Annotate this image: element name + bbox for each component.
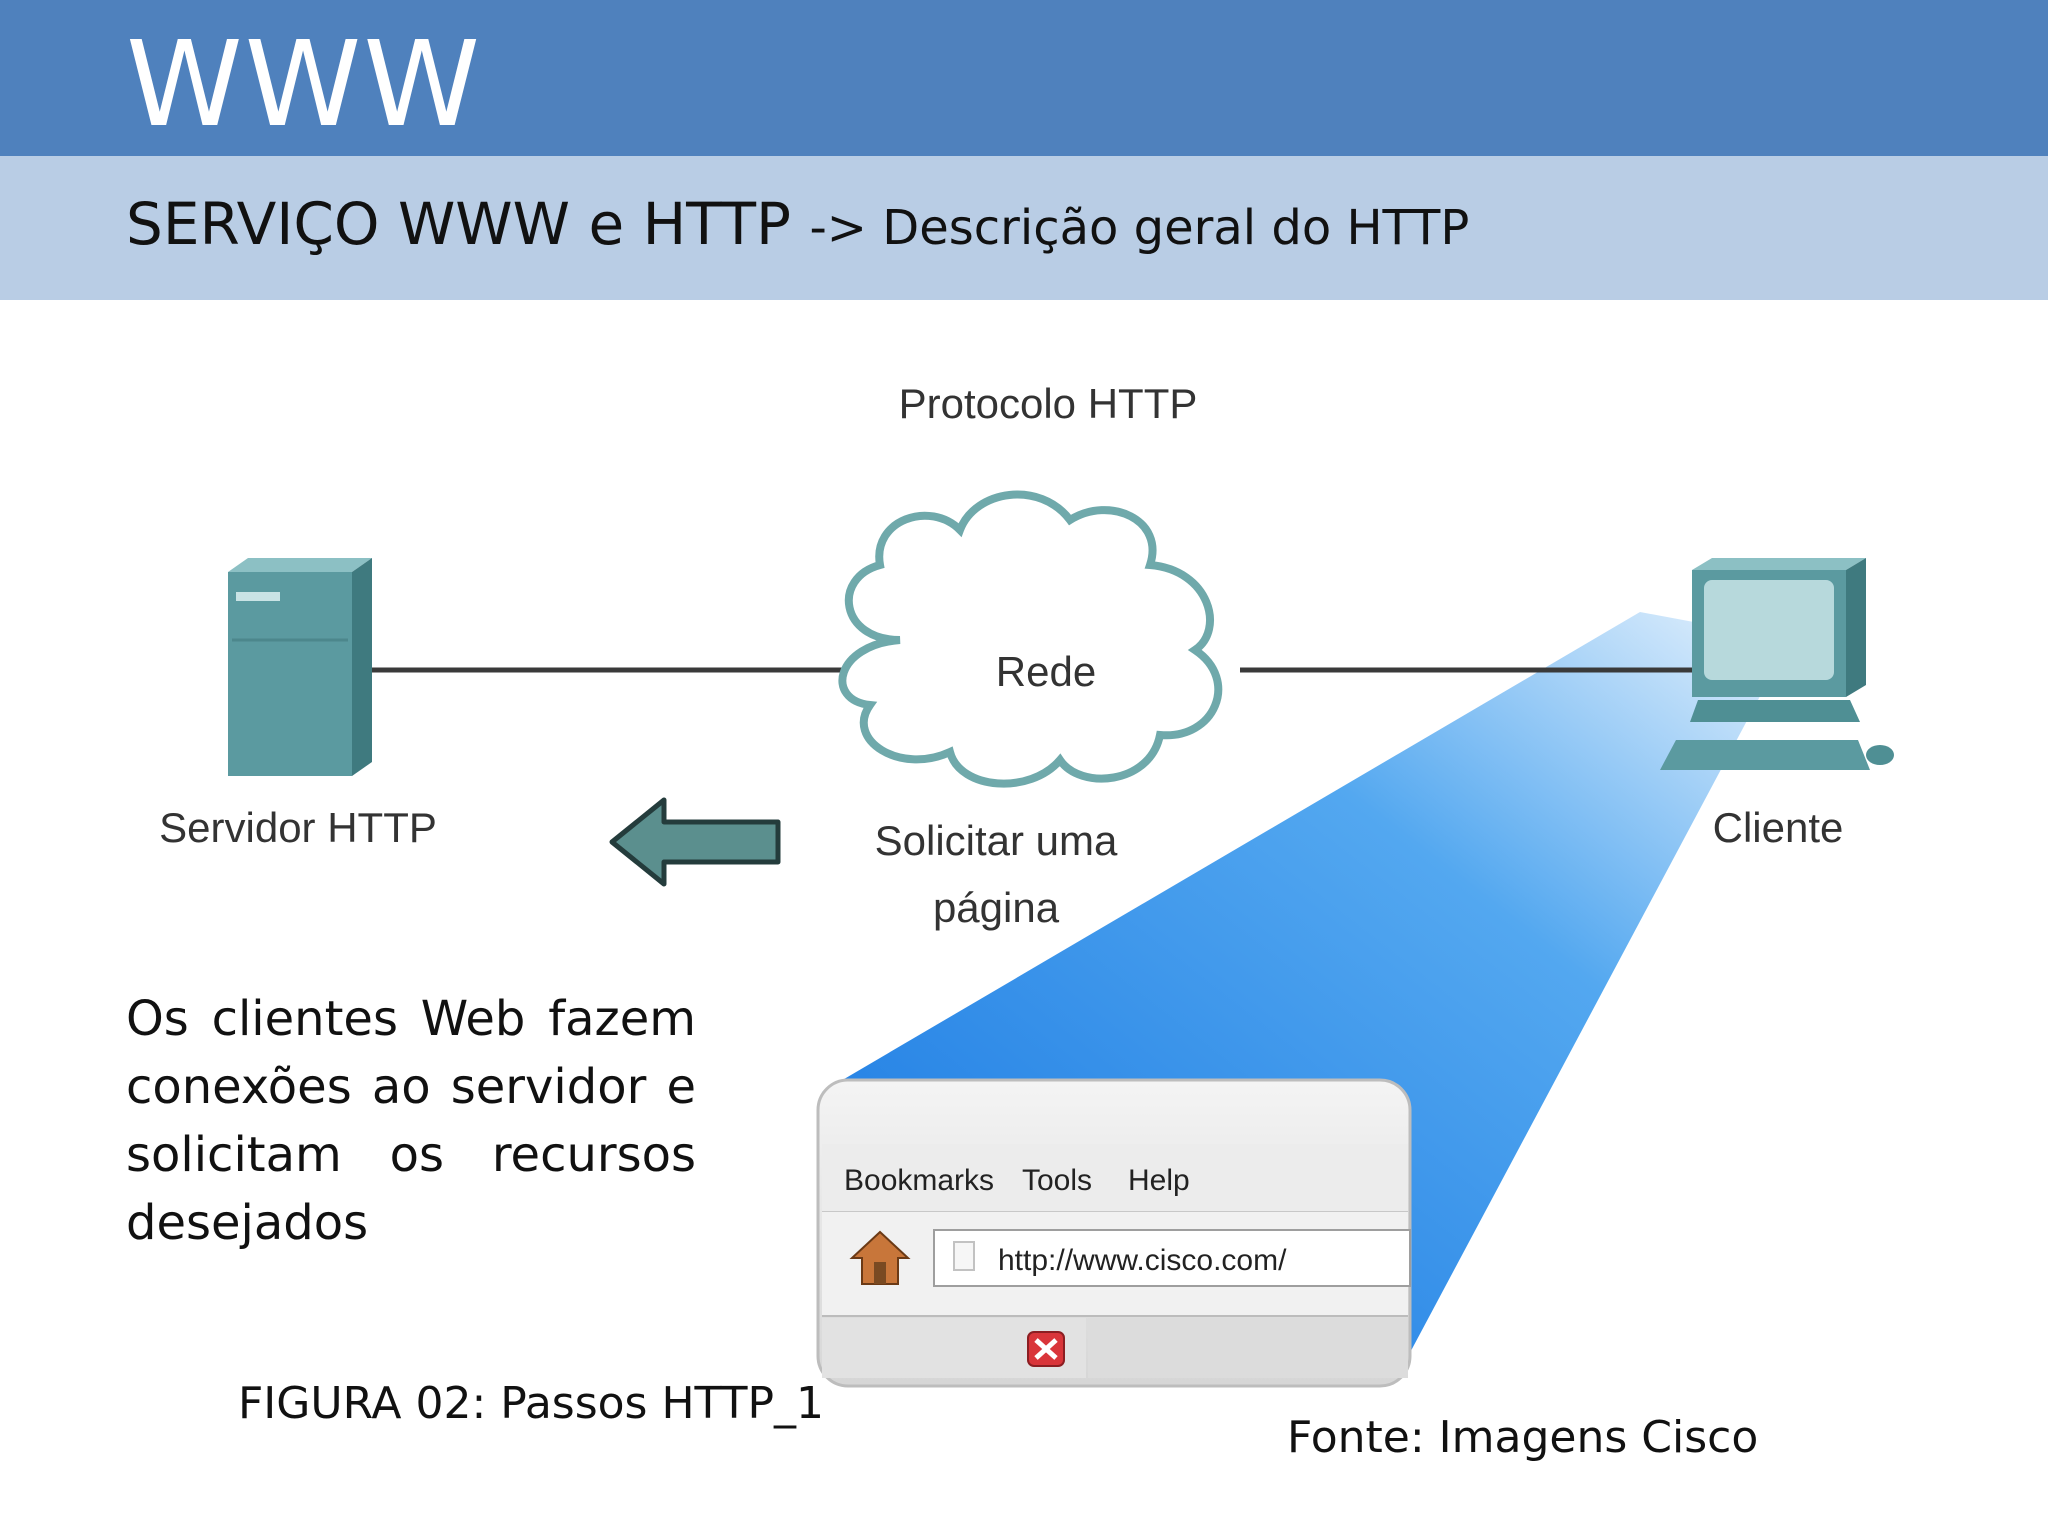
server-label: Servidor HTTP <box>159 804 437 851</box>
browser-window: Bookmarks Tools Help http://www.cisco.co… <box>818 1080 1410 1386</box>
request-label-line1: Solicitar uma <box>875 817 1118 864</box>
arrow-left-icon <box>612 800 778 884</box>
source-caption: Fonte: Imagens Cisco <box>1287 1412 1758 1463</box>
close-icon <box>1028 1332 1064 1366</box>
cloud-icon <box>842 495 1218 784</box>
browser-menu-tools: Tools <box>1022 1164 1092 1197</box>
cloud-label: Rede <box>996 648 1096 695</box>
page-icon <box>954 1242 974 1270</box>
client-label: Cliente <box>1713 804 1844 851</box>
address-text: http://www.cisco.com/ <box>998 1244 1287 1277</box>
figure-caption: FIGURA 02: Passos HTTP_1 <box>238 1378 824 1429</box>
body-text: Os clientes Web fazem conexões ao servid… <box>126 985 696 1257</box>
browser-menu-bookmarks: Bookmarks <box>844 1164 994 1197</box>
browser-menu-help: Help <box>1128 1164 1190 1197</box>
server-icon <box>228 558 372 776</box>
request-label-line2: página <box>933 884 1060 931</box>
diagram-title: Protocolo HTTP <box>899 380 1198 427</box>
